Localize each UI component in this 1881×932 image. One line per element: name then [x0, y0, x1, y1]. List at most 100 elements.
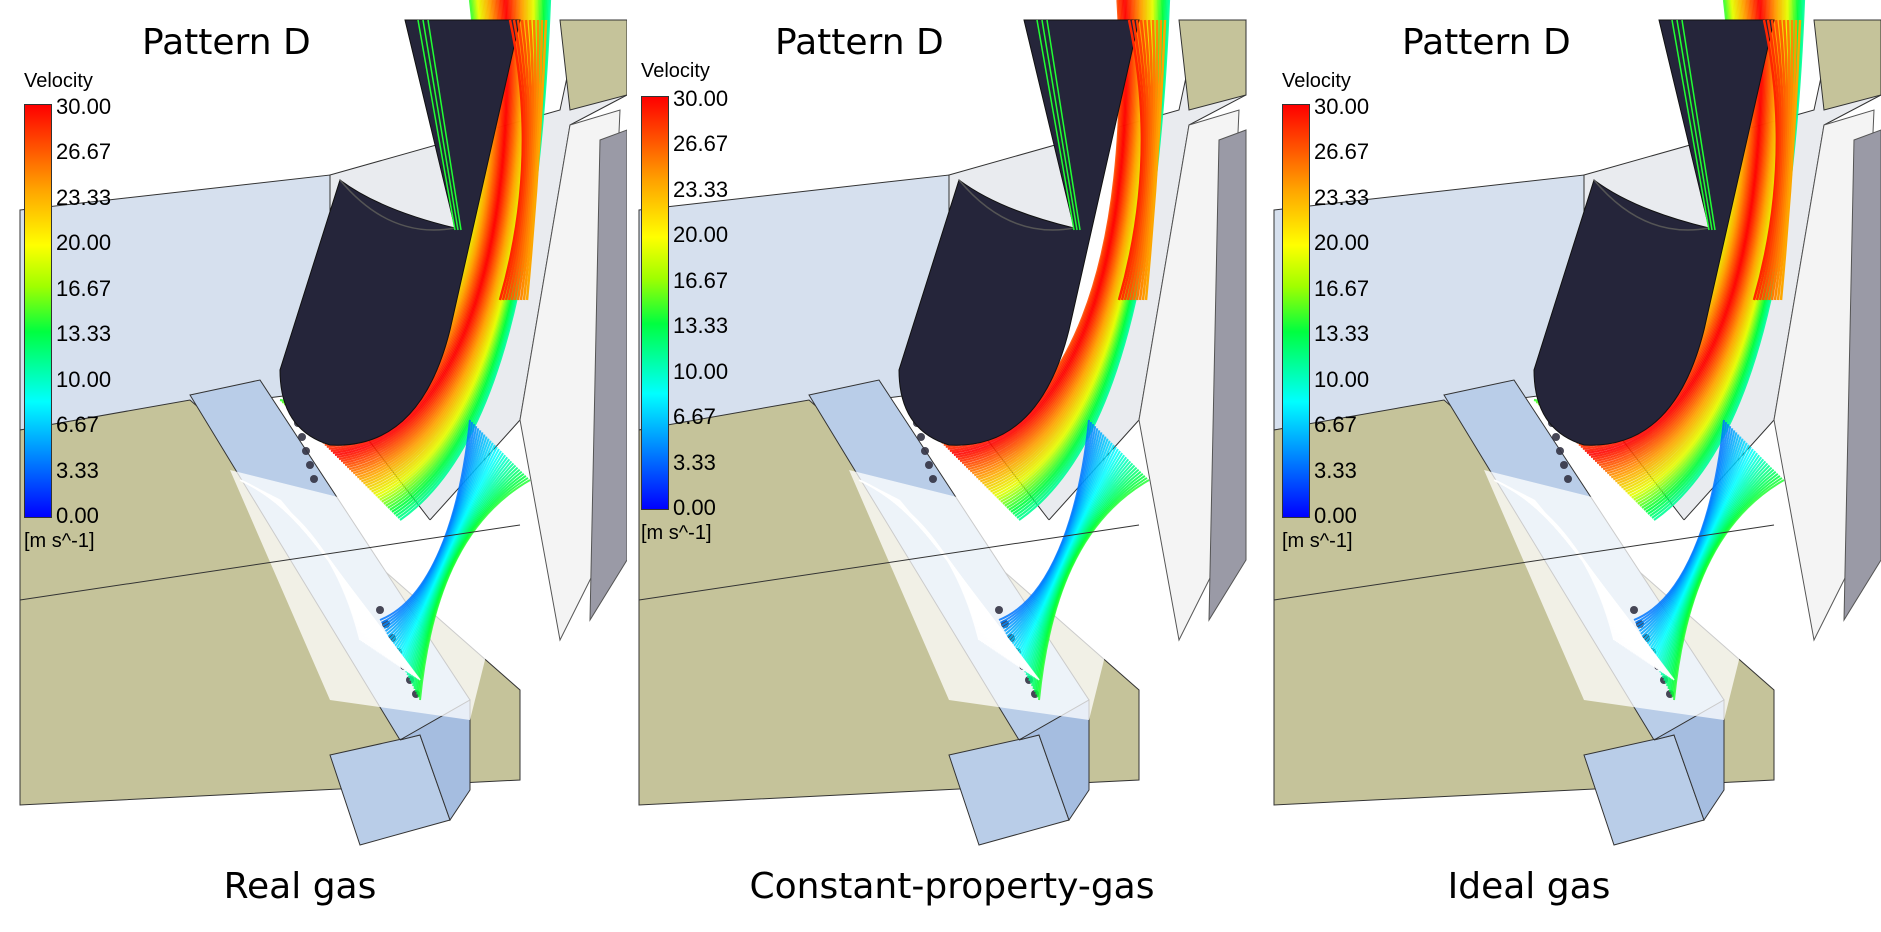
streamline	[399, 0, 552, 521]
streamline	[1036, 19, 1075, 231]
streamline	[1590, 0, 1765, 459]
colorbar-units: [m s^-1]	[24, 530, 95, 552]
velocity-colorbar	[24, 104, 52, 518]
colorbar-tick: 20.00	[673, 222, 729, 247]
nozzle-dot	[929, 475, 937, 483]
colorbar-units: [m s^-1]	[641, 522, 712, 544]
colorbar-tick: 0.00	[673, 495, 716, 520]
colorbar-tick: 13.33	[673, 313, 729, 338]
streamline	[1681, 19, 1716, 231]
colorbar-tick: 20.00	[1314, 230, 1370, 255]
colorbar-tick: 23.33	[673, 177, 729, 202]
flow-visualization	[19, 0, 627, 846]
streamline	[334, 0, 510, 457]
panel-caption: Ideal gas	[1447, 866, 1611, 907]
nozzle-dot	[1560, 461, 1568, 469]
streamline	[971, 0, 1140, 475]
colorbar-tick: 26.67	[673, 131, 729, 156]
colorbar-tick: 26.67	[1314, 139, 1370, 164]
colorbar-tick: 30.00	[1314, 94, 1370, 119]
streamline	[1596, 0, 1768, 465]
colorbar-tick: 10.00	[56, 367, 112, 392]
colorbar-tick: 3.33	[56, 458, 99, 483]
streamline	[1602, 0, 1772, 471]
streamline	[427, 19, 462, 231]
colorbar-tick: 16.67	[1314, 276, 1370, 301]
velocity-colorbar	[1282, 104, 1310, 518]
streamline	[1126, 19, 1149, 301]
colorbar-tick: 20.00	[56, 230, 112, 255]
nozzle-dot	[298, 433, 306, 441]
wall-edge	[1843, 129, 1881, 622]
colorbar-tick: 30.00	[56, 94, 112, 119]
streamline	[955, 0, 1130, 459]
streamline	[344, 0, 516, 467]
colorbar-tick: 6.67	[56, 412, 99, 437]
burner-pipe	[898, 19, 1140, 446]
burner-pipe	[279, 19, 521, 446]
streamline	[1671, 19, 1710, 231]
streamline	[1610, 0, 1777, 479]
streamline	[1608, 0, 1776, 477]
streamline	[338, 0, 512, 461]
streamline	[1604, 0, 1774, 473]
streamline	[348, 0, 518, 471]
colorbar-tick: 6.67	[1314, 412, 1357, 437]
streamline	[1132, 19, 1154, 301]
streamline	[1594, 0, 1767, 463]
colorbar-tick: 16.67	[673, 268, 729, 293]
panel-caption: Real gas	[223, 866, 377, 907]
top-panel	[1813, 19, 1881, 111]
panel-caption: Constant-property-gas	[749, 866, 1155, 907]
colorbar-tick: 30.00	[673, 86, 729, 111]
edge-line	[1273, 524, 1775, 601]
colorbar-tick: 13.33	[1314, 321, 1370, 346]
streamline	[1046, 19, 1081, 231]
nozzle-dot	[921, 447, 929, 455]
colorbar-tick: 10.00	[1314, 367, 1370, 392]
streamline	[354, 0, 522, 477]
streamline	[422, 19, 459, 231]
streamline	[1676, 19, 1713, 231]
streamline	[522, 19, 544, 301]
colorbar-title: Velocity	[1282, 70, 1351, 92]
streamline	[898, 499, 1040, 681]
streamline	[525, 19, 548, 301]
pipe-rim	[1593, 179, 1710, 231]
streamline	[279, 499, 421, 681]
nozzle-dot	[310, 475, 318, 483]
wall-edge	[589, 129, 627, 622]
wall-edge	[1208, 129, 1247, 622]
streamline	[1120, 19, 1145, 301]
streamline	[1588, 0, 1764, 457]
nozzle-dot	[302, 447, 310, 455]
streamline	[507, 19, 530, 301]
flow-visualization	[1273, 0, 1881, 846]
streamline	[953, 0, 1129, 457]
streamline	[342, 0, 514, 465]
panel-ideal-gas: Pattern D Velocity 30.00 26.67 23.33 20.…	[1254, 0, 1881, 932]
streamline	[1776, 19, 1798, 301]
streamline	[1129, 19, 1151, 301]
streamline	[1770, 19, 1791, 301]
colorbar-tick: 26.67	[56, 139, 112, 164]
colorbar-tick: 23.33	[1314, 185, 1370, 210]
streamline	[350, 0, 520, 473]
colorbar-title: Velocity	[24, 70, 93, 92]
streamline	[1600, 0, 1771, 469]
streamline	[1773, 19, 1794, 301]
velocity-colorbar	[641, 96, 669, 510]
colorbar-tick: 3.33	[673, 450, 716, 475]
streamline	[973, 0, 1141, 477]
nozzle-dot	[1552, 433, 1560, 441]
streamline	[969, 0, 1139, 473]
panel-title: Pattern D	[142, 22, 311, 63]
flow-visualization	[638, 0, 1247, 846]
streamline	[336, 0, 511, 459]
streamline	[1038, 479, 1150, 701]
streamline	[963, 0, 1135, 467]
top-panel	[1178, 19, 1247, 111]
streamline	[516, 19, 537, 301]
streamline	[1018, 0, 1171, 521]
